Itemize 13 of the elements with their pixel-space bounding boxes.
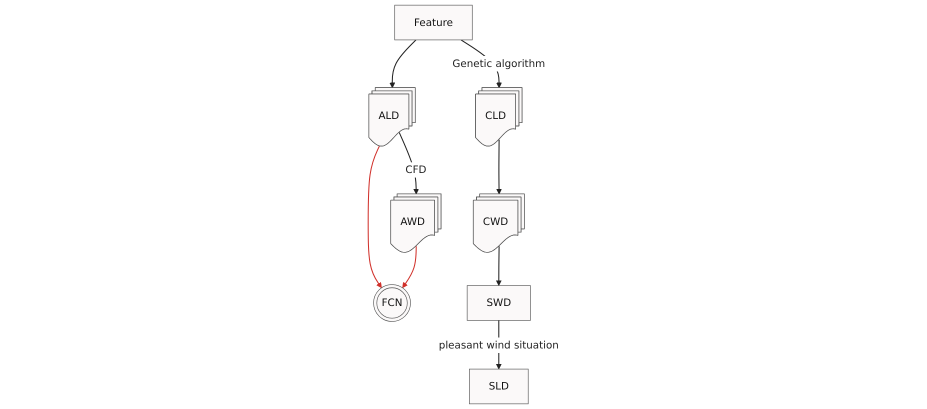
arrow bbox=[398, 132, 419, 194]
edge-label: CFD bbox=[405, 164, 426, 176]
edge-label: Genetic algorithm bbox=[452, 57, 546, 70]
arrow bbox=[496, 246, 502, 286]
arrow bbox=[368, 146, 382, 288]
node-circle: FCN bbox=[373, 284, 411, 322]
node-box: Feature bbox=[394, 4, 473, 40]
node-box: SLD bbox=[469, 368, 529, 404]
arrow bbox=[402, 246, 417, 288]
arrow bbox=[496, 140, 502, 194]
arrow bbox=[389, 40, 416, 88]
edge-label: pleasant wind situation bbox=[438, 338, 559, 352]
node-box: SWD bbox=[466, 285, 531, 321]
